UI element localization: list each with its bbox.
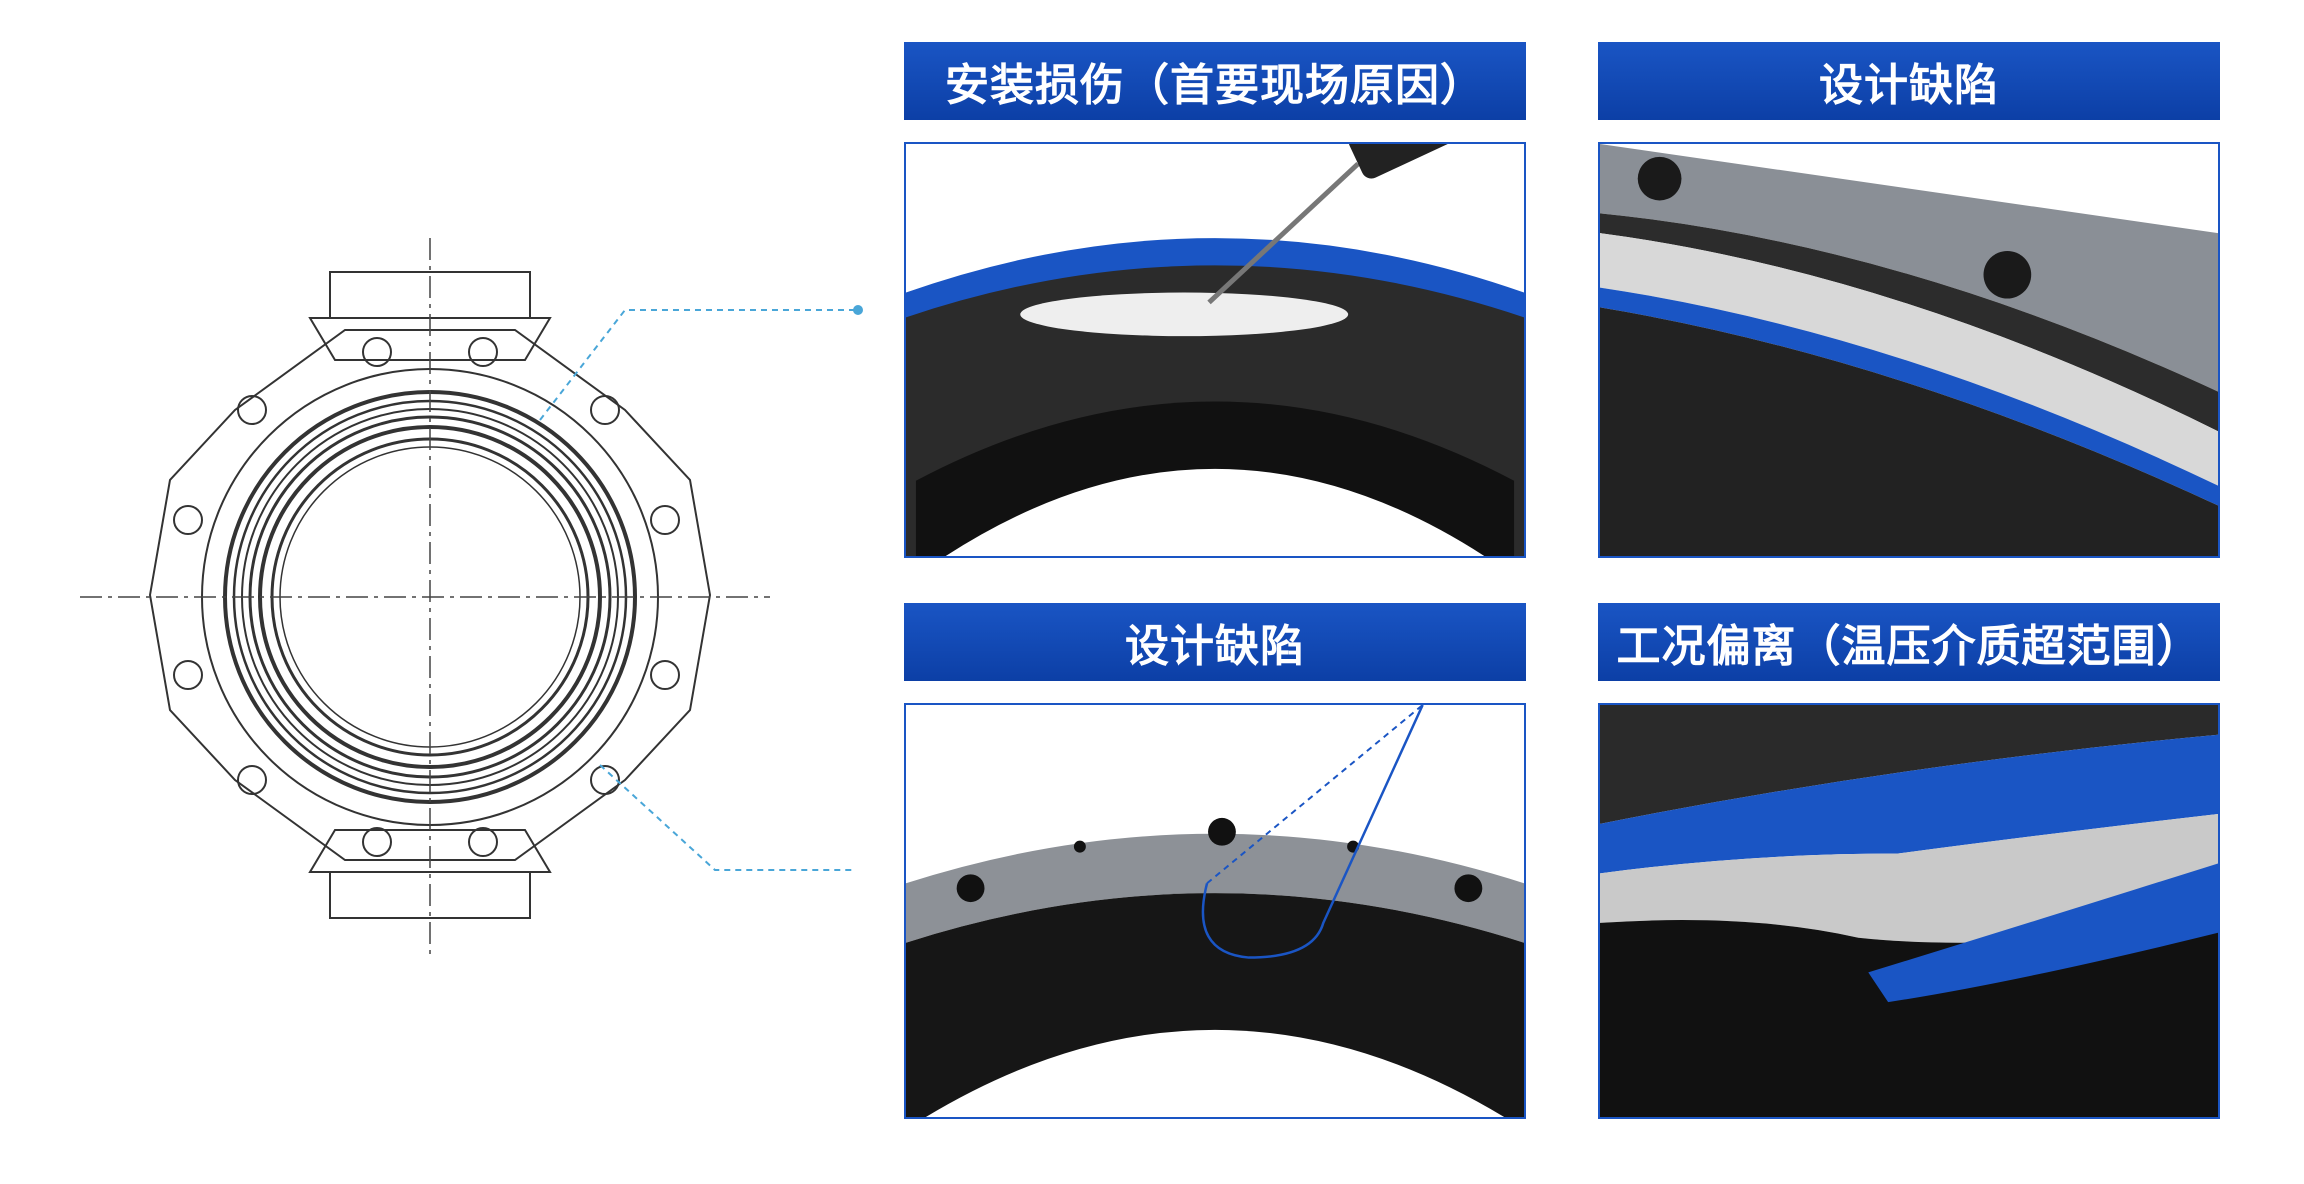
flange-technical-drawing [80,238,863,955]
panel-installation-damage: 安装损伤（首要现场原因） [904,42,1526,558]
damage-scratch [1020,292,1349,337]
panel-title: 安装损伤（首要现场原因） [904,42,1526,120]
panel-operating-deviation: 工况偏离（温压介质超范围） [1598,603,2220,1119]
top-nozzle [308,317,552,361]
seal-deformed-layers-image [1598,703,2220,1119]
seal-flange-groove-image [904,703,1526,1119]
seal-installation-damage-image [904,142,1526,558]
callout-lines [539,309,855,871]
bolt-holes [173,337,680,857]
panel-title: 设计缺陷 [904,603,1526,681]
panel-design-defect-2: 设计缺陷 [904,603,1526,1119]
outer-flange [148,329,712,861]
panel-title: 设计缺陷 [1598,42,2220,120]
seal-cross-section-image [1598,142,2220,558]
panel-title: 工况偏离（温压介质超范围） [1598,603,2220,681]
panel-design-defect-1: 设计缺陷 [1598,42,2220,558]
tool-icon [1348,144,1472,179]
bottom-nozzle [308,829,552,873]
